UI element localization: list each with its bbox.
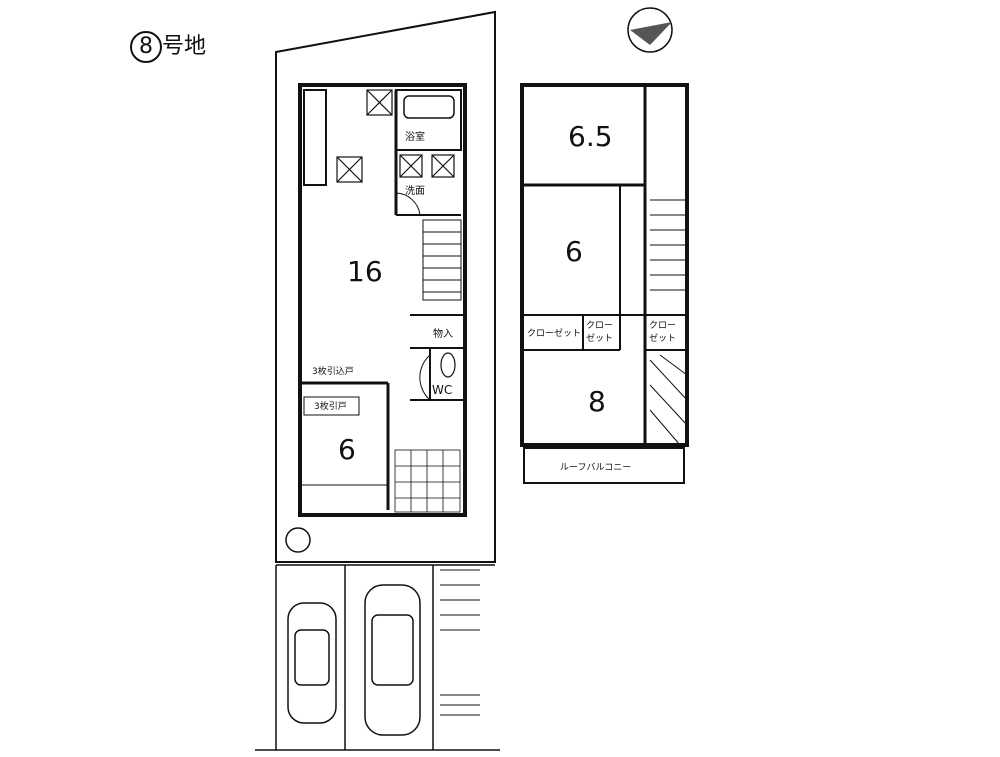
parking-area [255,564,500,751]
wc-label: WC [432,383,453,397]
room-size-6-5: 6.5 [568,120,613,153]
room-size-6: 6 [565,235,583,268]
storage-label: 物入 [433,329,453,340]
japanese-room-size: 6 [338,433,356,466]
door-label: 3枚引込戸 [312,367,354,377]
closet-label-3: クロー ゼット [649,321,677,344]
ldk-size: 16 [347,255,383,288]
second-floor-walls [520,83,689,447]
north-arrow-icon [627,7,673,53]
car-icon [364,584,421,736]
car-icon [287,602,337,724]
closet-label: クローゼット [527,329,582,339]
bath-label: 浴室 [405,132,425,143]
lot-boundary [275,10,496,563]
first-floor-walls [298,83,467,517]
lot-number: 8 [130,31,162,63]
closet-label-2: クロー ゼット [586,321,614,344]
lot-suffix: 号地 [162,34,207,59]
washroom-label: 洗面 [405,186,425,197]
door-label-2: 3枚引戸 [314,402,347,412]
balcony-label: ルーフバルコニー [560,463,632,473]
room-size-8: 8 [588,385,606,418]
